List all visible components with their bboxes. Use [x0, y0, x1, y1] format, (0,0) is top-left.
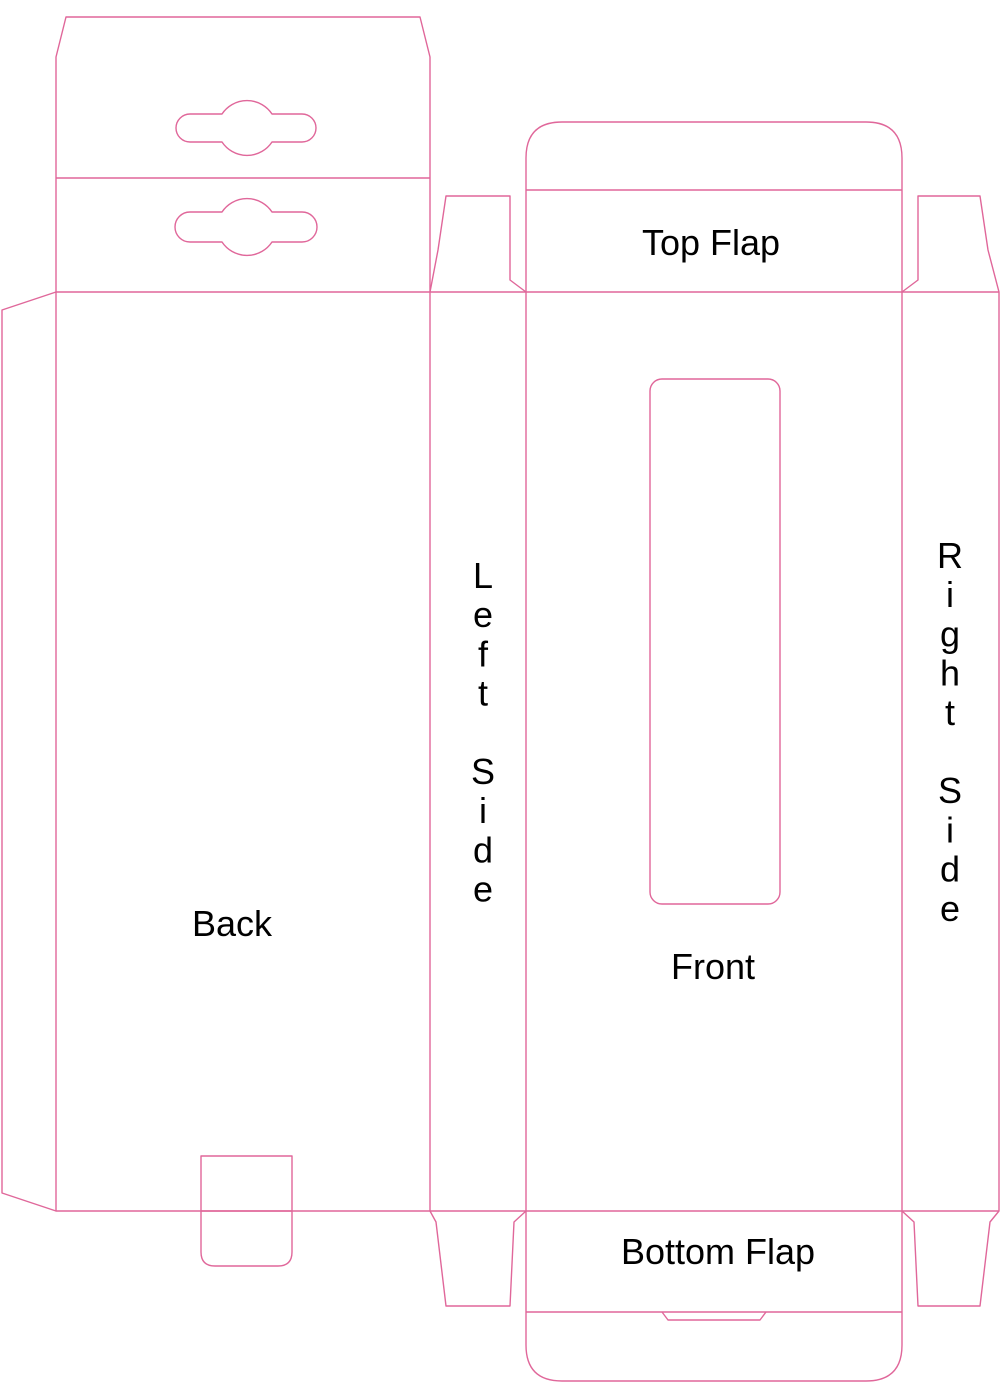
- hanger-tab-outline: [55, 16, 431, 292]
- front-window: [649, 378, 781, 905]
- right-top-dust-flap: [901, 195, 1000, 293]
- front-label: Front: [671, 946, 755, 987]
- right-bottom-dust-flap: [901, 1210, 1000, 1307]
- back-label: Back: [192, 903, 273, 944]
- top-flap-label: Top Flap: [642, 222, 780, 263]
- hang-hole-lower: [174, 197, 318, 257]
- left-bottom-dust-flap: [429, 1210, 527, 1307]
- bottom-tuck-notch: [661, 1311, 767, 1321]
- left-top-dust-flap: [429, 195, 527, 293]
- top-flap: [525, 121, 903, 292]
- bottom-flap-label: Bottom Flap: [621, 1231, 815, 1272]
- bottom-flap: [525, 1211, 903, 1382]
- hang-hole-upper: [175, 99, 317, 157]
- hanger-tab: [55, 16, 431, 292]
- bottom-tuck-outline: [525, 1211, 903, 1382]
- back-lock-tab: [200, 1155, 293, 1267]
- glue-flap: [1, 291, 57, 1212]
- panels-outline: [55, 291, 1000, 1212]
- main-panels: [55, 291, 1000, 1212]
- top-tuck-outline: [525, 121, 903, 292]
